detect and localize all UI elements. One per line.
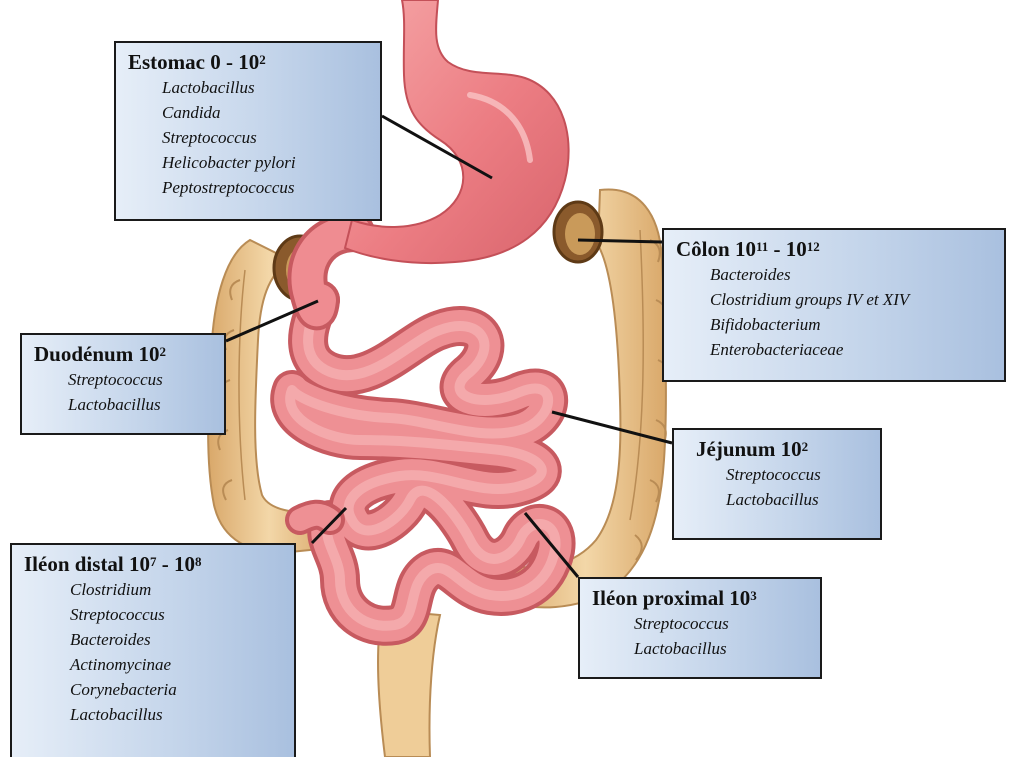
jejunum-label-box: Jéjunum 102 Streptococcus Lactobacillus <box>672 428 882 540</box>
bacteria-item: Bifidobacterium <box>710 312 994 337</box>
ileon-distal-label-box: Iléon distal 107 - 108 Clostridium Strep… <box>10 543 296 757</box>
colon-label-box: Côlon 1011 - 1012 Bacteroides Clostridiu… <box>662 228 1006 382</box>
bacteria-item: Lactobacillus <box>70 702 284 727</box>
estomac-title: Estomac 0 - 102 <box>128 49 370 75</box>
bacteria-item: Candida <box>162 100 370 125</box>
jejunum-bacteria-list: Streptococcus Lactobacillus <box>686 462 870 512</box>
bacteria-item: Clostridium groups IV et XIV <box>710 287 994 312</box>
estomac-bacteria-list: Lactobacillus Candida Streptococcus Heli… <box>128 75 370 200</box>
colon-title: Côlon 1011 - 1012 <box>676 236 994 262</box>
bacteria-item: Enterobacteriaceae <box>710 337 994 362</box>
jejunum-title: Jéjunum 102 <box>686 436 870 462</box>
leader-colon <box>578 240 662 242</box>
ileon-distal-bacteria-list: Clostridium Streptococcus Bacteroides Ac… <box>24 577 284 727</box>
bacteria-item: Peptostreptococcus <box>162 175 370 200</box>
bacteria-item: Streptococcus <box>634 611 810 636</box>
ileon-proximal-label-box: Iléon proximal 103 Streptococcus Lactoba… <box>578 577 822 679</box>
estomac-label-box: Estomac 0 - 102 Lactobacillus Candida St… <box>114 41 382 221</box>
bacteria-item: Streptococcus <box>68 367 214 392</box>
bacteria-item: Corynebacteria <box>70 677 284 702</box>
colon-bacteria-list: Bacteroides Clostridium groups IV et XIV… <box>676 262 994 362</box>
bacteria-item: Streptococcus <box>726 462 870 487</box>
duodenum-label-box: Duodénum 102 Streptococcus Lactobacillus <box>20 333 226 435</box>
bacteria-item: Streptococcus <box>162 125 370 150</box>
duodenum-bacteria-list: Streptococcus Lactobacillus <box>34 367 214 417</box>
bacteria-item: Lactobacillus <box>726 487 870 512</box>
bacteria-item: Helicobacter pylori <box>162 150 370 175</box>
bacteria-item: Lactobacillus <box>68 392 214 417</box>
ileon-proximal-title: Iléon proximal 103 <box>592 585 810 611</box>
bacteria-item: Bacteroides <box>710 262 994 287</box>
bacteria-item: Clostridium <box>70 577 284 602</box>
ileon-proximal-bacteria-list: Streptococcus Lactobacillus <box>592 611 810 661</box>
bacteria-item: Actinomycinae <box>70 652 284 677</box>
bacteria-item: Streptococcus <box>70 602 284 627</box>
bacteria-item: Lactobacillus <box>162 75 370 100</box>
bacteria-item: Lactobacillus <box>634 636 810 661</box>
small-intestine <box>290 300 555 626</box>
ileon-distal-title: Iléon distal 107 - 108 <box>24 551 284 577</box>
duodenum-title: Duodénum 102 <box>34 341 214 367</box>
bacteria-item: Bacteroides <box>70 627 284 652</box>
